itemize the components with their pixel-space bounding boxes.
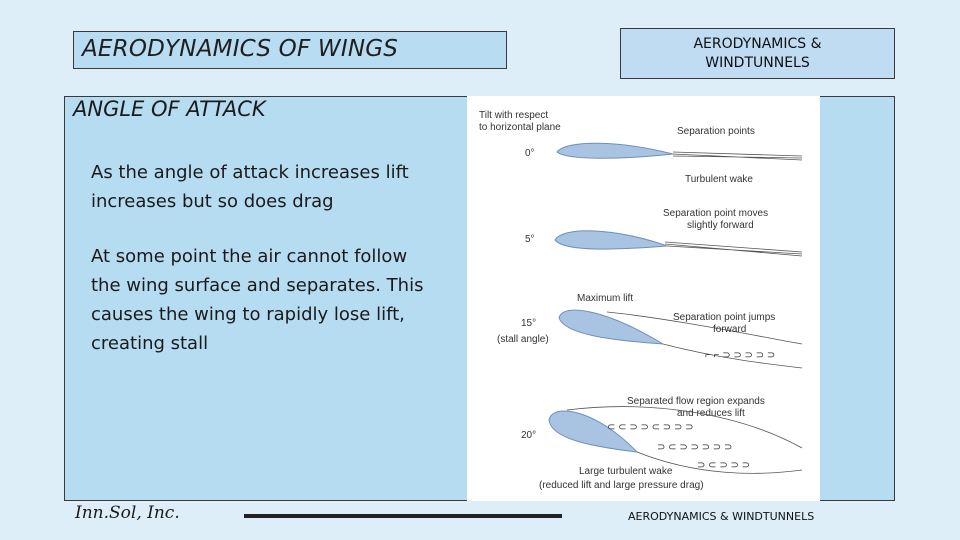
angle-15-label: 15° bbox=[521, 318, 536, 329]
vortices-20deg-c: ⊃ ⊂ ⊃ ⊃ ⊃ bbox=[697, 460, 750, 471]
wake-0deg bbox=[672, 151, 803, 161]
wake-5deg bbox=[664, 241, 803, 257]
angle-stall-label: (stall angle) bbox=[497, 334, 549, 345]
airfoil-5deg bbox=[554, 230, 668, 250]
section-title: ANGLE OF ATTACK bbox=[73, 97, 266, 121]
label-jumps-forward-1: Separation point jumps bbox=[673, 312, 775, 323]
slide-title: AERODYNAMICS OF WINGS bbox=[82, 36, 399, 62]
label-jumps-forward-2: forward bbox=[713, 324, 746, 335]
paragraph-drag: As the angle of attack increases lift in… bbox=[91, 162, 409, 212]
angle-5-label: 5° bbox=[525, 234, 535, 245]
vortices-15deg: ⌐ ⌐ ⊃ ⊃ ⊃ ⊃ ⊃ bbox=[705, 350, 775, 361]
angle-20-label: 20° bbox=[521, 430, 536, 441]
label-large-wake-1: Large turbulent wake bbox=[579, 466, 673, 477]
header-title: AERODYNAMICS & WINDTUNNELS bbox=[693, 35, 822, 71]
label-moves-forward-2: slightly forward bbox=[687, 220, 754, 231]
label-maximum-lift: Maximum lift bbox=[577, 293, 633, 304]
angle-0-label: 0° bbox=[525, 148, 535, 159]
label-turbulent-wake: Turbulent wake bbox=[685, 174, 753, 185]
label-region-expands-2: and reduces lift bbox=[677, 408, 745, 419]
figure-heading-line2: to horizontal plane bbox=[479, 122, 561, 133]
airfoil-0deg bbox=[556, 142, 674, 159]
label-moves-forward-1: Separation point moves bbox=[663, 208, 768, 219]
vortices-20deg-b: ⊃ ⊂ ⊃ ⊃ ⊃ ⊃ ⊃ bbox=[657, 442, 732, 453]
airfoil-15deg bbox=[558, 309, 664, 345]
footer-course-title: AERODYNAMICS & WINDTUNNELS bbox=[628, 510, 815, 523]
footer-company: Inn.Sol, Inc. bbox=[75, 503, 180, 523]
label-region-expands-1: Separated flow region expands bbox=[627, 396, 765, 407]
paragraph-stall: At some point the air cannot follow the … bbox=[91, 246, 424, 354]
wake-20deg bbox=[566, 406, 803, 474]
slide-title-box: AERODYNAMICS OF WINGS bbox=[73, 31, 507, 69]
label-large-wake-2: (reduced lift and large pressure drag) bbox=[539, 480, 704, 491]
header-box: AERODYNAMICS & WINDTUNNELS bbox=[620, 28, 895, 79]
figure-heading-line1: Tilt with respect bbox=[479, 110, 548, 121]
label-separation-points: Separation points bbox=[677, 126, 755, 137]
wake-15deg bbox=[606, 311, 803, 369]
airfoil-diagram: Tilt with respect to horizontal plane 0°… bbox=[479, 110, 803, 491]
airfoil-20deg bbox=[548, 410, 639, 453]
angle-of-attack-figure: Tilt with respect to horizontal plane 0°… bbox=[467, 96, 820, 501]
footer-divider bbox=[244, 514, 562, 518]
vortices-20deg-a: ⊂ ⊂ ⊃ ⊃ ⊂ ⊃ ⊃ ⊃ bbox=[607, 422, 693, 433]
